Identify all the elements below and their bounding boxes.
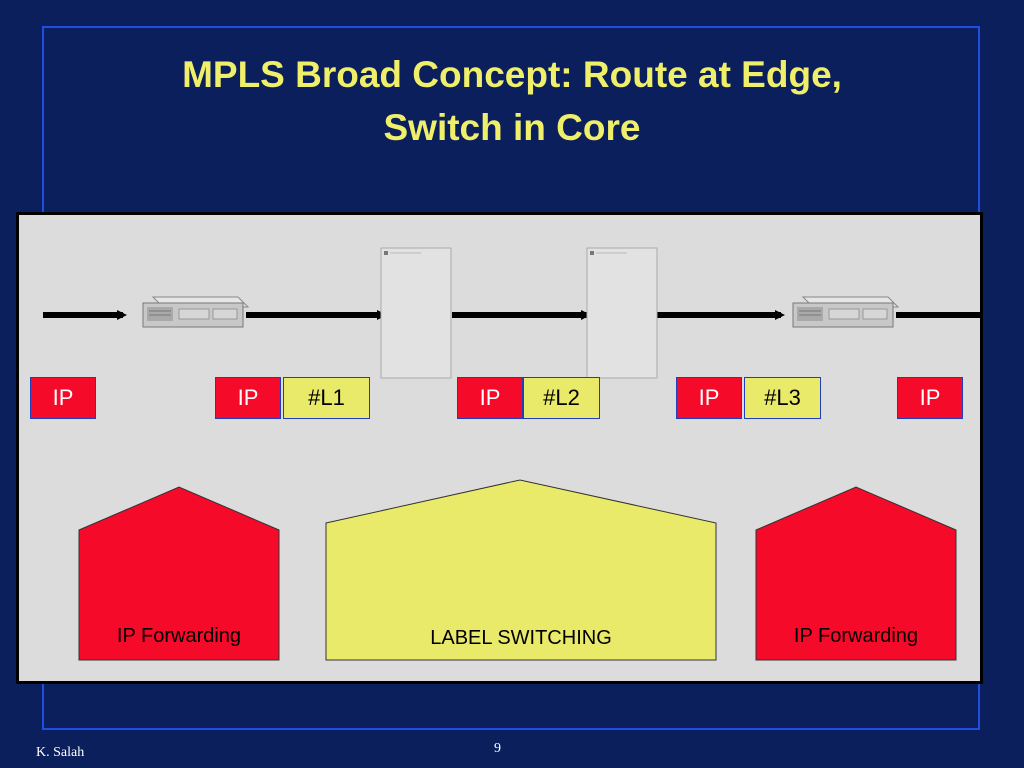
ip-forwarding-left-shape <box>78 486 280 661</box>
ip-forwarding-left-label: IP Forwarding <box>116 625 242 647</box>
packet-2-label: #L1 <box>283 377 370 419</box>
packet-3-ip: IP <box>457 377 523 419</box>
ip-forwarding-right-label: IP Forwarding <box>793 625 919 647</box>
page-number: 9 <box>494 741 501 756</box>
core-switch-1-placeholder <box>380 247 452 379</box>
author-footer: K. Salah <box>36 745 85 760</box>
label-switching-label: LABEL SWITCHING <box>430 627 612 649</box>
title-line-2: Switch in Core <box>383 107 641 148</box>
label-switching-shape <box>325 479 717 661</box>
packet-2-ip: IP <box>215 377 281 419</box>
diagram-canvas <box>43 247 980 661</box>
edge-router-left-icon <box>142 296 250 328</box>
core-switch-2-placeholder <box>586 247 658 379</box>
diagram-panel: IP IP #L1 IP #L2 IP #L3 IP IP Forwarding… <box>16 212 983 684</box>
edge-router-right-icon <box>792 296 900 328</box>
packet-1-ip: IP <box>30 377 96 419</box>
ip-forwarding-right-shape <box>755 486 957 661</box>
slide-title: MPLS Broad Concept: Route at Edge, Switc… <box>60 48 964 154</box>
packet-4-ip: IP <box>676 377 742 419</box>
packet-4-label: #L3 <box>744 377 821 419</box>
title-line-1: MPLS Broad Concept: Route at Edge, <box>182 54 842 95</box>
packet-5-ip: IP <box>897 377 963 419</box>
packet-3-label: #L2 <box>523 377 600 419</box>
